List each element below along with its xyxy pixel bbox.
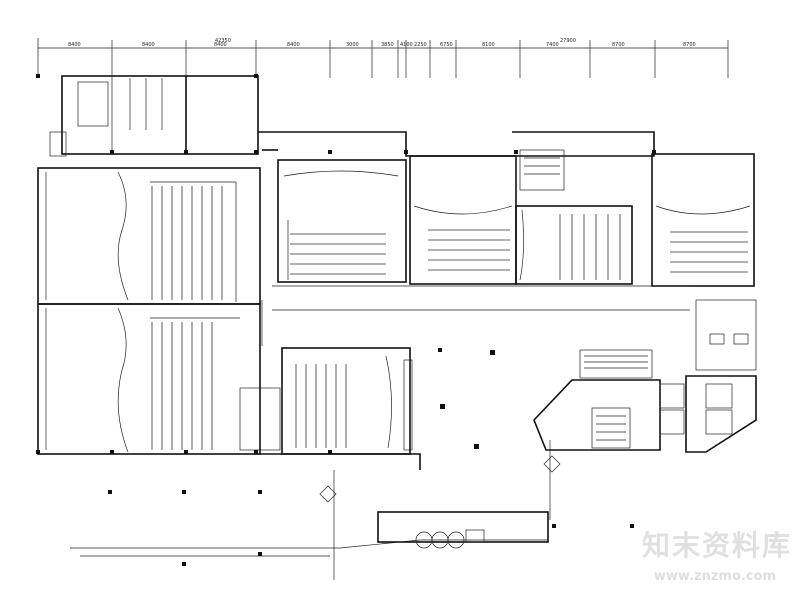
restroom-area (695, 299, 757, 371)
building-outline (258, 131, 690, 470)
dim-segment: 3850 (381, 42, 394, 48)
cinema-hall-2 (409, 155, 517, 285)
dim-segment: 4100 (400, 42, 413, 48)
structural-columns (36, 74, 656, 566)
dim-segment: 3000 (346, 42, 359, 48)
dim-segment: 8700 (612, 42, 625, 48)
auditorium-left-bottom (37, 303, 281, 455)
dim-total-left: 42350 (215, 38, 231, 44)
service-block (49, 75, 259, 157)
dim-segment: 8400 (214, 42, 227, 48)
dimension-line: 42350 27900 8400 8400 8400 8400 3000 385… (37, 38, 729, 78)
dim-segment: 8400 (142, 42, 155, 48)
dim-segment: 8700 (683, 42, 696, 48)
watermark-logo-text: 知末资料库 (641, 529, 792, 562)
dim-segment: 8400 (287, 42, 300, 48)
cinema-hall-5 (281, 347, 413, 455)
dim-segment: 7400 (546, 42, 559, 48)
cinema-hall-3 (515, 205, 633, 285)
watermark-url: www.znzmo.com (653, 569, 776, 584)
dim-segment: 8400 (68, 42, 81, 48)
entrance-canopy (70, 440, 561, 580)
cinema-hall-4 (651, 153, 755, 287)
dim-segment: 8100 (482, 42, 495, 48)
dim-total-right: 27900 (560, 38, 576, 44)
cinema-hall-1 (277, 159, 407, 283)
stair-core (519, 149, 757, 453)
dim-segment: 6750 (440, 42, 453, 48)
dim-segment: 2250 (414, 42, 427, 48)
auditorium-left-top (37, 167, 261, 305)
